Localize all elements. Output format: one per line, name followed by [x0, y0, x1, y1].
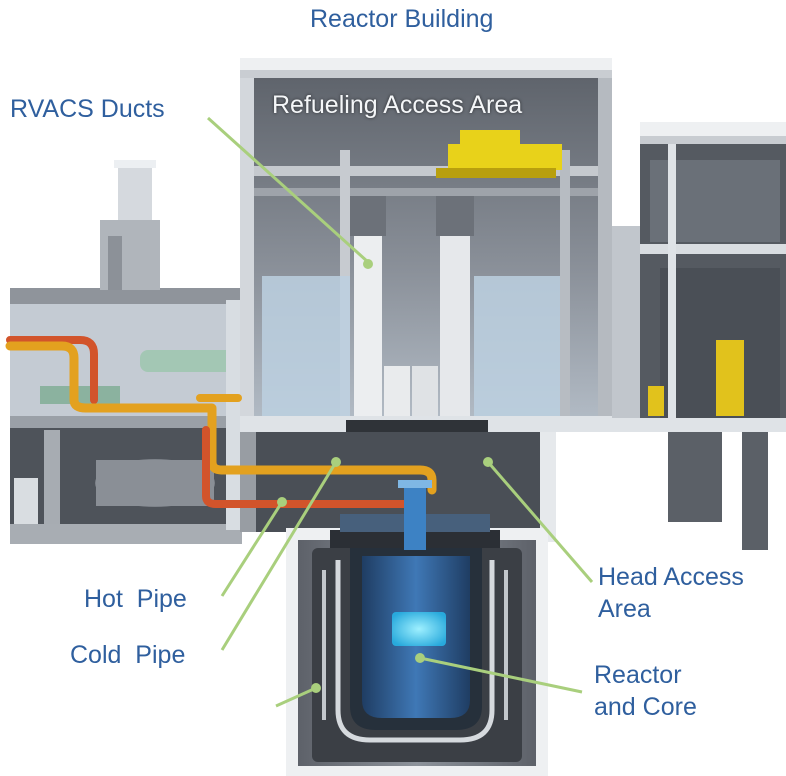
cold-pipe-leader-line: [220, 461, 338, 651]
reactor-leader-line: [419, 656, 583, 694]
refueling-access-area-label: Refueling Access Area: [272, 91, 523, 119]
rvacs-leader-line: [206, 116, 370, 264]
cold-pipe-label: Cold Pipe: [70, 641, 186, 669]
head-access-leader-line: [486, 461, 594, 583]
hot-pipe-leader-line: [220, 501, 284, 597]
rvacs-ducts-label: RVACS Ducts: [10, 95, 165, 123]
left-auxiliary-building: [10, 160, 242, 544]
leader-dots: [277, 259, 493, 693]
hot-pipe-label: Hot Pipe: [84, 585, 187, 613]
reactor-core-label-line2: and Core: [594, 693, 697, 721]
reactor-building-structure: [240, 58, 612, 542]
head-access-label-line1: Head Access: [598, 563, 744, 591]
refueling-crane: [436, 130, 562, 178]
right-auxiliary-building: [612, 122, 786, 550]
head-access-label-line2: Area: [598, 595, 651, 623]
leader-lines: [206, 116, 594, 708]
diagram-title: Reactor Building: [310, 5, 494, 33]
silo-leader-line: [275, 686, 317, 708]
reactor-vessel: [322, 480, 508, 743]
reactor-core-label-line1: Reactor: [594, 661, 682, 689]
primary-piping: [5, 336, 437, 508]
